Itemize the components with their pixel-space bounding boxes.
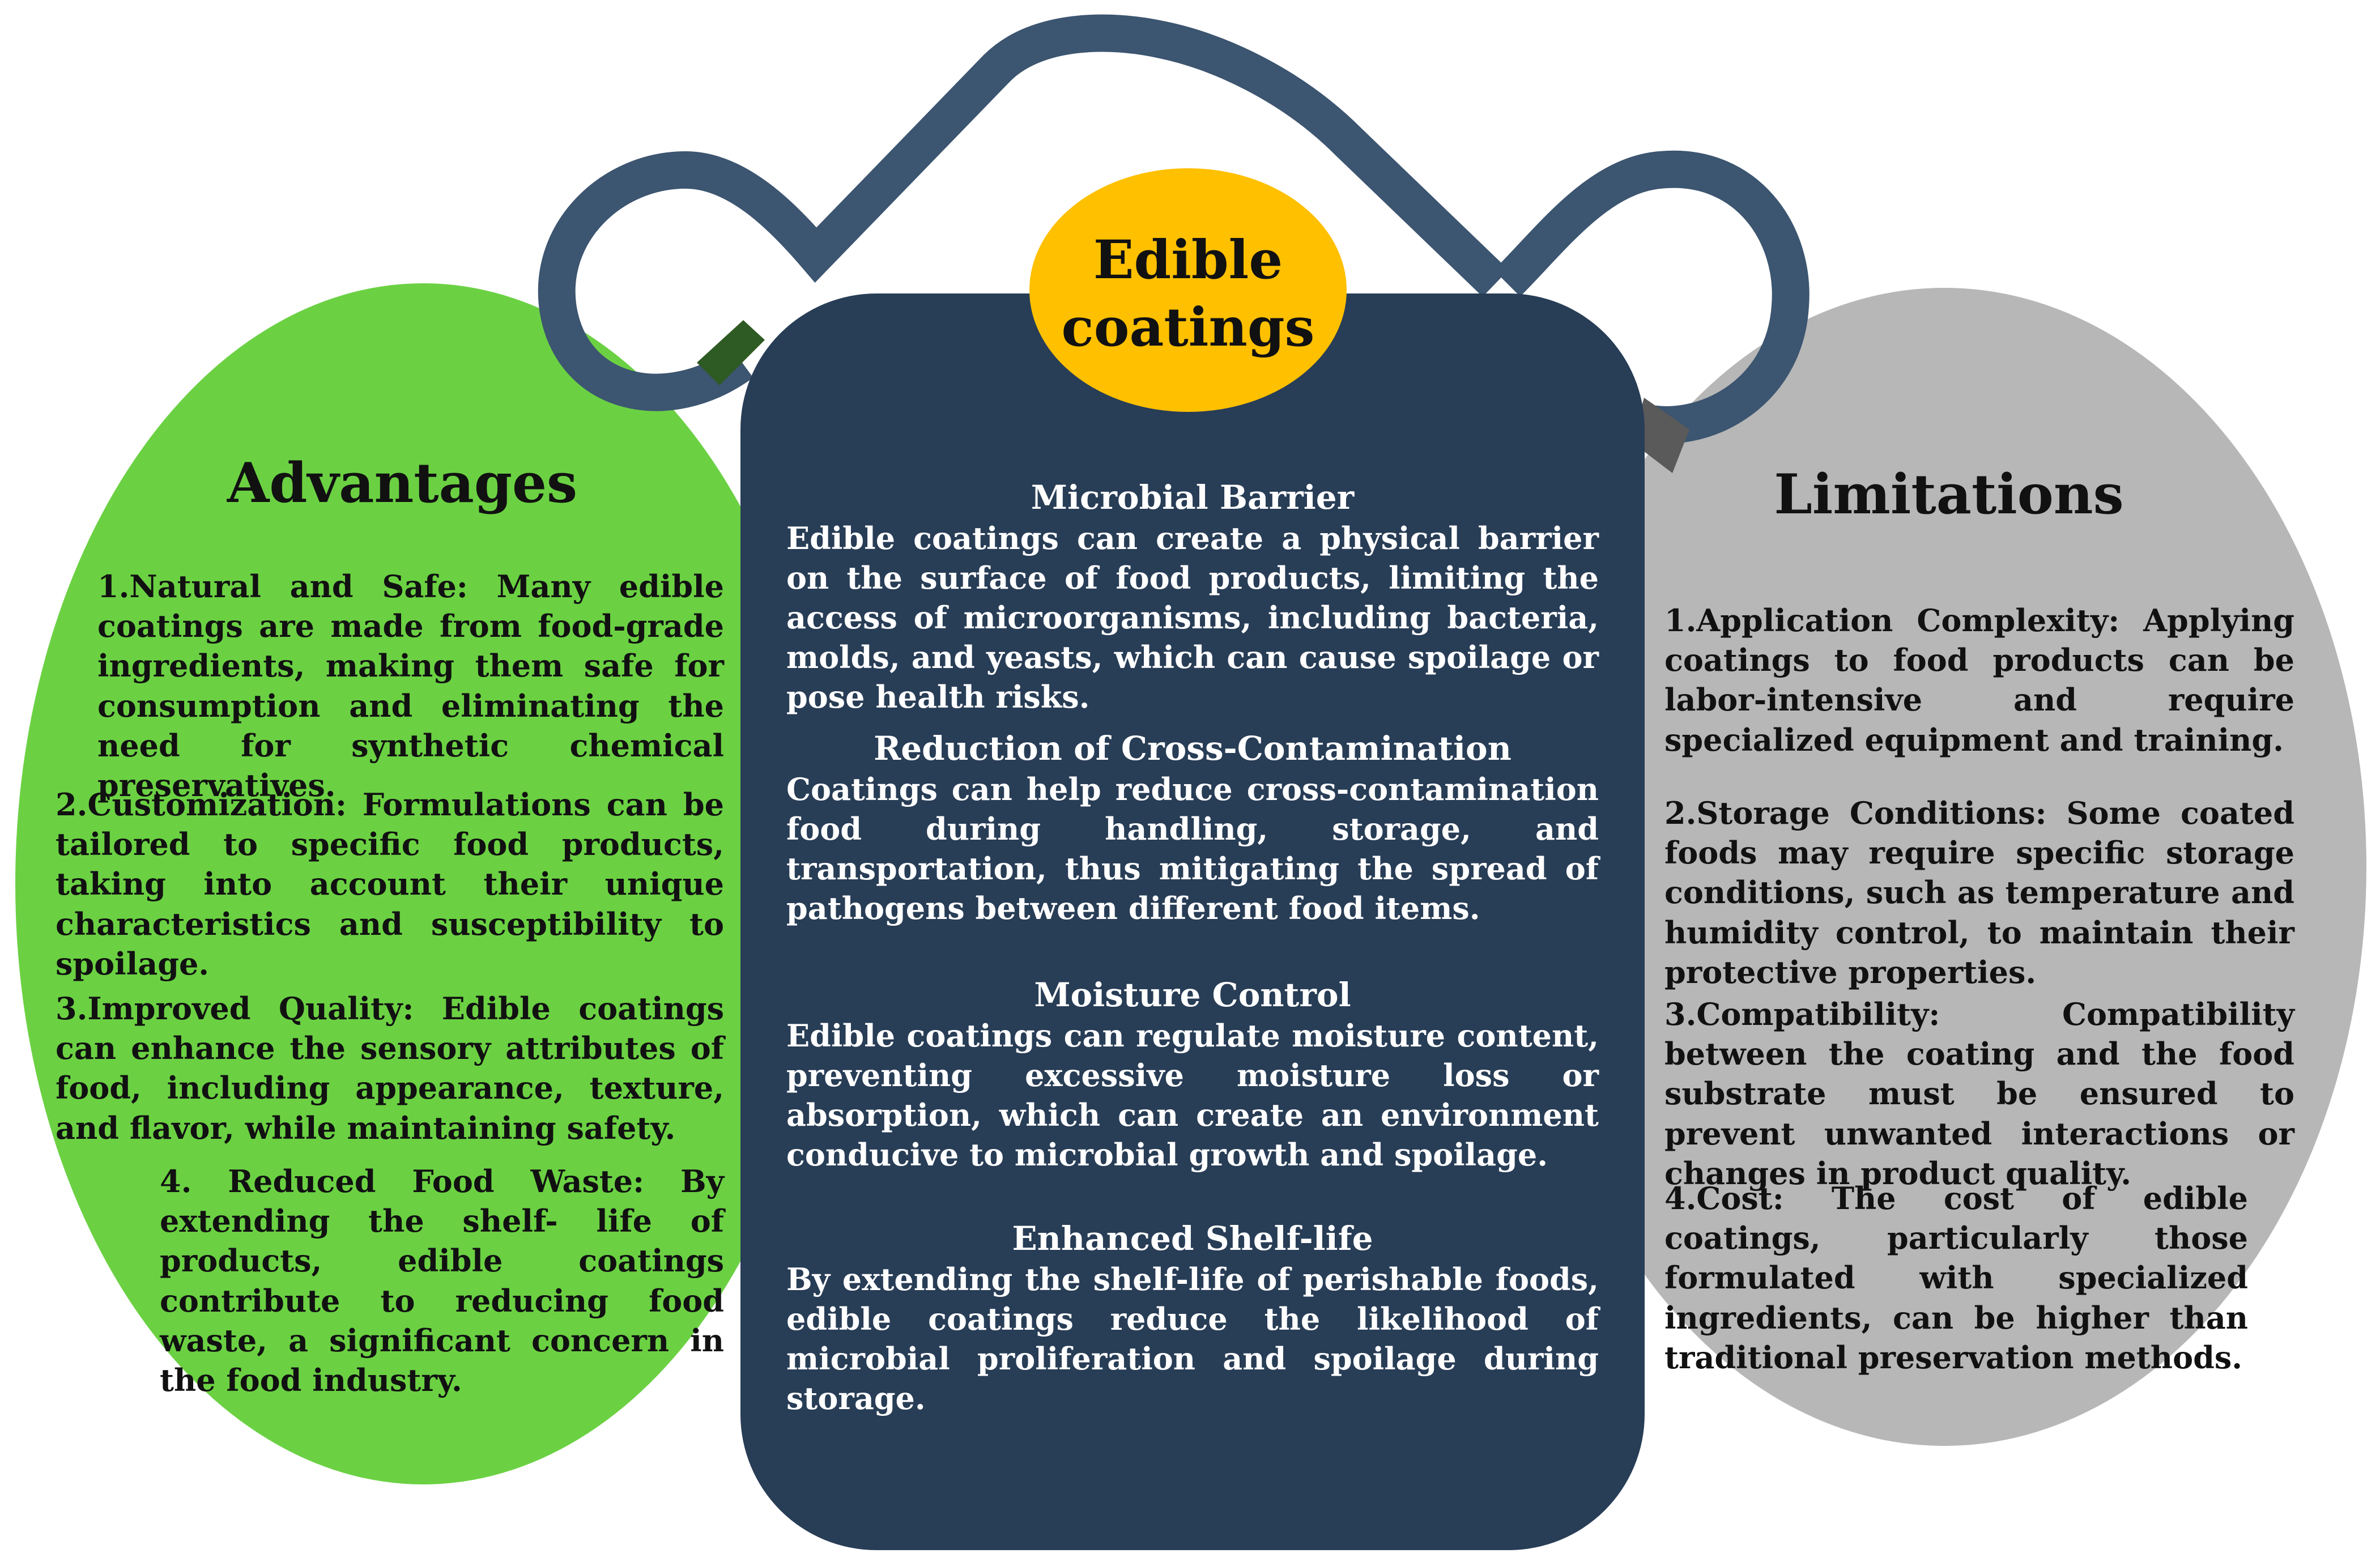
diagram-title: Edible coatings xyxy=(1033,227,1343,362)
function-heading: Moisture Control xyxy=(1034,976,1351,1014)
ribbon-fold-left xyxy=(697,320,765,385)
title-line-1: Edible xyxy=(1093,229,1283,291)
title-line-2: coatings xyxy=(1061,296,1315,359)
advantage-item: 1.Natural and Safe: Many edible coatings… xyxy=(97,568,724,803)
function-text: Edible coatings can create a physical ba… xyxy=(786,520,1599,716)
function-text: Edible coatings can regulate moisture co… xyxy=(786,1017,1599,1173)
center-panel xyxy=(740,293,1645,1550)
limitation-item: 3.Compatibility: Compatibility between t… xyxy=(1664,996,2294,1191)
function-text: Coatings can help reduce cross-contamina… xyxy=(786,771,1599,927)
ribbon-fold-right xyxy=(1632,398,1689,473)
advantage-item: 2.Customization: Formulations can be tai… xyxy=(56,786,724,982)
limitations-heading: Limitations xyxy=(1774,462,2124,526)
limitations-panel xyxy=(1522,288,2366,1446)
function-heading: Reduction of Cross-Contamination xyxy=(874,729,1512,768)
advantage-item: 3.Improved Quality: Edible coatings can … xyxy=(56,990,724,1146)
function-block-moisture-control: Moisture Control Edible coatings can reg… xyxy=(786,975,1599,1174)
function-text: By extending the shelf-life of perishabl… xyxy=(786,1261,1599,1417)
limitation-item: 2.Storage Conditions: Some coated foods … xyxy=(1664,795,2294,990)
advantage-item: 4. Reduced Food Waste: By extending the … xyxy=(160,1163,724,1398)
function-block-shelf-life: Enhanced Shelf-life By extending the she… xyxy=(786,1218,1599,1418)
function-heading: Microbial Barrier xyxy=(1031,478,1355,517)
function-block-microbial-barrier: Microbial Barrier Edible coatings can cr… xyxy=(786,477,1599,717)
advantages-panel xyxy=(15,283,831,1484)
limitation-item: 4.Cost: The cost of edible coatings, par… xyxy=(1664,1180,2248,1376)
limitation-item: 1.Application Complexity: Applying coati… xyxy=(1664,602,2294,758)
advantages-heading: Advantages xyxy=(227,451,578,515)
function-heading: Enhanced Shelf-life xyxy=(1012,1219,1373,1258)
ribbon-loop xyxy=(538,14,1810,444)
function-block-cross-contamination: Reduction of Cross-Contamination Coating… xyxy=(786,728,1599,928)
title-badge xyxy=(1029,168,1347,412)
